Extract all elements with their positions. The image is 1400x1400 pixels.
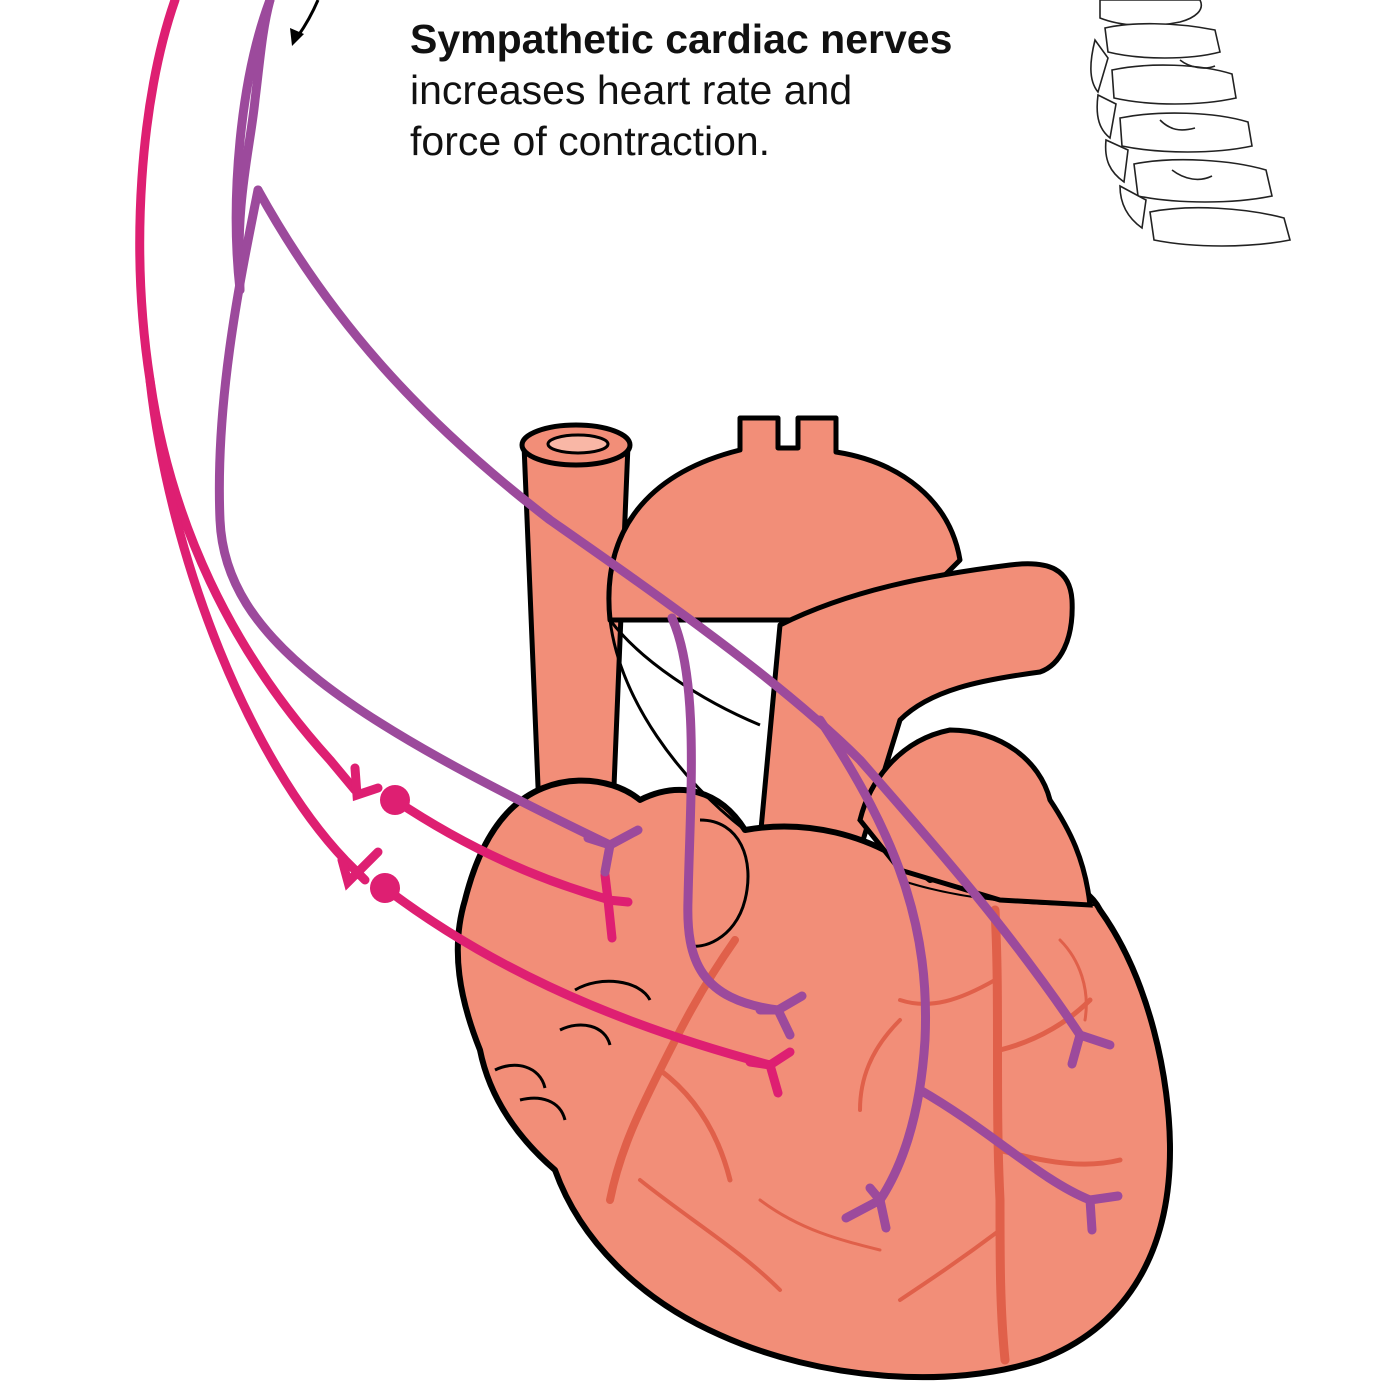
sympathetic-caption: Sympathetic cardiac nerves increases hea…: [410, 14, 1050, 167]
right-atrium-detail: [494, 619, 761, 1121]
sympathetic-synapses: [583, 825, 1123, 1235]
coronary-vessels: [606, 905, 1123, 1365]
parasympathetic-synapses: [337, 763, 795, 1098]
left-auricle: [857, 727, 1096, 908]
caption-line-1: increases heart rate and: [410, 67, 853, 113]
sympathetic-nerves: [214, 0, 1095, 1205]
aortic-arch: [606, 415, 963, 623]
vertebral-column-icon: [1090, 0, 1291, 247]
pulmonary-artery: [757, 561, 1075, 853]
caption-line-2: force of contraction.: [410, 118, 771, 164]
superior-vena-cava: [519, 422, 633, 838]
caption-title: Sympathetic cardiac nerves: [410, 16, 953, 62]
arrow-down-icon: [290, 0, 320, 46]
